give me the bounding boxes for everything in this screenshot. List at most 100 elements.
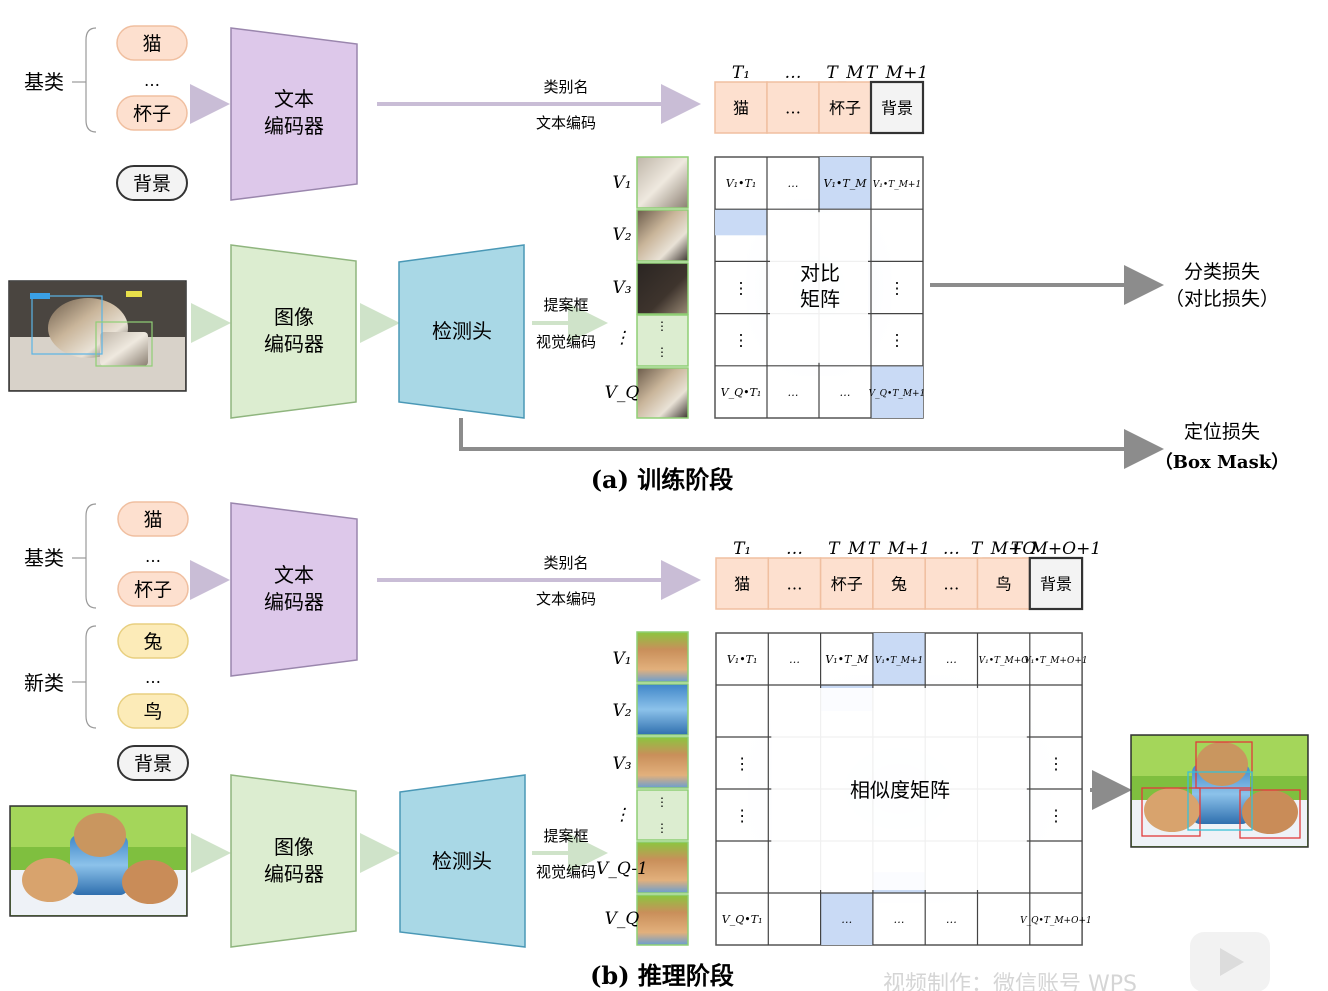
base-bracket bbox=[85, 27, 97, 133]
t-header-3: T_M+1 bbox=[866, 63, 928, 83]
v-label-1: V₂ bbox=[612, 225, 631, 245]
input-image-rabbits bbox=[9, 805, 188, 917]
proposal-crops: ⋮ ⋮ bbox=[636, 156, 689, 419]
proposal-crops-b: ⋮ ⋮ bbox=[636, 631, 689, 946]
matrix-bottom-highlight bbox=[871, 365, 923, 418]
t-cell-0: 猫 bbox=[734, 575, 750, 594]
image-encoder-label-2: 编码器 bbox=[264, 332, 324, 356]
matrix-bottom-cell-3: … bbox=[894, 913, 905, 926]
matrix-top-cell-6: V₁•T_M+O+1 bbox=[1024, 656, 1087, 666]
t-header-4: … bbox=[943, 539, 960, 559]
t-header-2: T_M bbox=[828, 539, 866, 559]
text-embedding-row: 猫…杯子背景 bbox=[714, 80, 925, 135]
matrix-bottom-cell-3: V_Q•T_M+1 bbox=[869, 389, 926, 399]
image-encoder-block-b bbox=[230, 774, 357, 948]
t-header-0: T₁ bbox=[732, 63, 750, 83]
v-label-3: ⋮ bbox=[614, 328, 631, 348]
t-cell-box-6 bbox=[1028, 556, 1084, 611]
t-cell-box-1 bbox=[766, 81, 820, 134]
arrow-label-visual-encoding: 视觉编码 bbox=[536, 333, 596, 351]
t-cell-2: 杯子 bbox=[829, 99, 861, 118]
matrix-top-cell-4: … bbox=[946, 653, 957, 666]
t-header-2: T_M bbox=[826, 63, 864, 83]
image-encoder-block bbox=[230, 244, 357, 419]
arrow-label-class-name-b: 类别名 bbox=[543, 554, 588, 572]
image-encoder-b-label-1: 图像 bbox=[274, 835, 314, 859]
t-cell-1: … bbox=[786, 575, 802, 594]
loc-loss-arrow bbox=[459, 418, 1164, 469]
t-cell-4: … bbox=[943, 575, 959, 594]
matrix-dots: ⋮ bbox=[733, 331, 749, 350]
text-encoder-label-2: 编码器 bbox=[264, 114, 324, 138]
matrix-dots: ⋮ bbox=[734, 806, 750, 825]
t-header-1: … bbox=[786, 539, 803, 559]
matrix-bottom-highlight bbox=[820, 893, 873, 945]
class-pill-background-label: 背景 bbox=[133, 173, 171, 195]
t-cell-5: 鸟 bbox=[996, 575, 1012, 594]
matrix-center-label-2: 矩阵 bbox=[800, 287, 840, 311]
matrix-top-cell-1: … bbox=[788, 177, 799, 190]
matrix-dots: ⋮ bbox=[733, 279, 749, 298]
svg-text:⋮: ⋮ bbox=[656, 795, 668, 809]
matrix-bottom-cell-2: … bbox=[840, 386, 851, 399]
class-pill-cup bbox=[116, 95, 188, 131]
matrix-bottom-cell-6: V_Q•T_M+O+1 bbox=[1020, 916, 1092, 926]
matrix-top-cell-2: V₁•T_M bbox=[825, 653, 869, 666]
caption-training: (a) 训练阶段 bbox=[591, 465, 734, 494]
t-cell-0: 猫 bbox=[733, 99, 749, 118]
class-pill-cat-b bbox=[117, 501, 189, 537]
t-header-6: T_M+O+1 bbox=[1011, 539, 1102, 559]
arrow-label-class-name: 类别名 bbox=[543, 78, 588, 96]
class-pill-cup-b-label: 杯子 bbox=[134, 579, 172, 601]
matrix-fade bbox=[770, 212, 868, 363]
svg-text:⋮: ⋮ bbox=[656, 345, 668, 359]
class-pill-cat-b-label: 猫 bbox=[143, 509, 162, 531]
t-cell-1: … bbox=[785, 99, 801, 118]
matrix-bottom-cell-2: … bbox=[841, 913, 852, 926]
similarity-matrix-label: 相似度矩阵 bbox=[850, 778, 950, 802]
image-encoder-b-label-2: 编码器 bbox=[264, 862, 324, 886]
matrix-bottom-cell-0: V_Q•T₁ bbox=[722, 913, 763, 926]
class-ellipsis-b: … bbox=[145, 547, 161, 566]
matrix-bottom-cell-0: V_Q•T₁ bbox=[721, 386, 762, 399]
arrow-label-visual-encoding-b: 视觉编码 bbox=[536, 863, 596, 881]
matrix-dots: ⋮ bbox=[889, 331, 905, 350]
t-header-1: … bbox=[785, 63, 802, 83]
class-pill-bird bbox=[117, 693, 189, 729]
matrix-center-label-1: 对比 bbox=[800, 261, 840, 285]
novel-ellipsis: … bbox=[145, 668, 161, 687]
matrix-top-cell-3: V₁•T_M+1 bbox=[873, 180, 921, 190]
class-pill-background-b-label: 背景 bbox=[134, 753, 172, 775]
v-label-4: V_Q bbox=[605, 383, 640, 403]
arrow-label-text-encoding-b: 文本编码 bbox=[536, 590, 596, 608]
v-label-4: V_Q-1 bbox=[596, 859, 648, 879]
output-detection-image bbox=[1130, 734, 1309, 848]
t-header-0: T₁ bbox=[733, 539, 751, 559]
matrix-bottom-cell-1: … bbox=[788, 386, 799, 399]
matrix-row2-highlight bbox=[715, 209, 767, 236]
novel-class-label: 新类 bbox=[24, 671, 64, 695]
detection-head-block-b bbox=[399, 774, 526, 948]
v-label-1: V₂ bbox=[612, 701, 631, 721]
svg-text:⋮: ⋮ bbox=[656, 319, 668, 333]
t-cell-box-2 bbox=[819, 557, 874, 610]
t-cell-box-3 bbox=[872, 557, 926, 610]
t-cell-box-4 bbox=[924, 557, 979, 610]
class-pill-cat bbox=[116, 25, 188, 61]
image-encoder-label-1: 图像 bbox=[274, 305, 314, 329]
v-label-5: V_Q bbox=[605, 909, 640, 929]
matrix-top-highlight bbox=[872, 633, 926, 685]
t-cell-6: 背景 bbox=[1040, 575, 1072, 594]
class-pill-background-b bbox=[117, 745, 189, 781]
text-encoder-b-label-1: 文本 bbox=[274, 563, 314, 587]
t-cell-2: 杯子 bbox=[831, 575, 863, 594]
cls-loss-label-1: 分类损失 bbox=[1184, 261, 1260, 283]
cls-loss-label-2: （对比损失） bbox=[1165, 288, 1279, 310]
class-pill-rabbit-label: 兔 bbox=[143, 631, 162, 653]
